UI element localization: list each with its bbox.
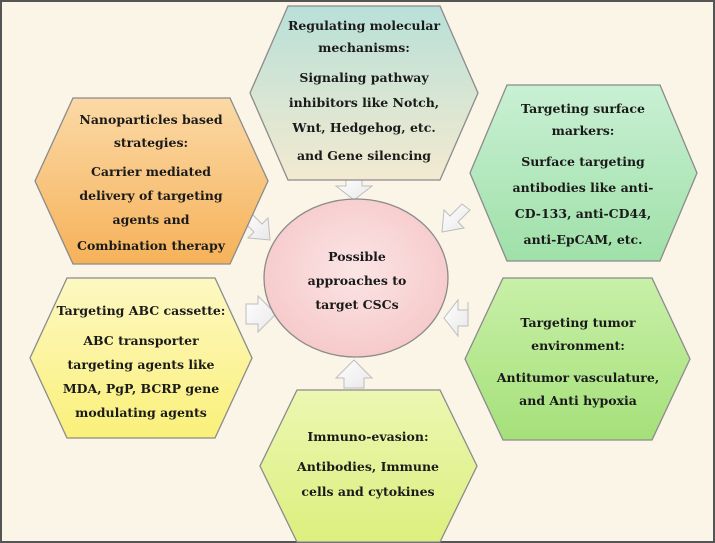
hexagon-title: Targeting surface	[521, 101, 645, 116]
hexagon-body: ABC transporter	[82, 333, 199, 348]
hexagon-body: Surface targeting	[521, 154, 645, 169]
hexagon-body: Antitumor vasculature,	[496, 370, 659, 385]
hexagon-body: cells and cytokines	[301, 484, 434, 499]
hexagon-title: strategies:	[114, 135, 188, 150]
hexagon-body: anti-EpCAM, etc.	[523, 232, 642, 247]
hexagon-title: environment:	[531, 338, 625, 353]
hexagon-title: Regulating molecular	[288, 18, 441, 33]
arrow-from-surface	[441, 203, 471, 233]
center-line: target CSCs	[315, 297, 398, 312]
center-circle	[263, 198, 449, 358]
hexagon-body: and Gene silencing	[297, 148, 431, 163]
hexagon-title: markers:	[552, 123, 615, 138]
hexagon-title: Targeting ABC cassette:	[57, 303, 226, 318]
arrow-from-immuno	[334, 359, 374, 389]
hexagon-tumor-environment	[464, 277, 691, 441]
hexagon-body: Antibodies, Immune	[296, 459, 439, 474]
hexagon-body: MDA, PgP, BCRP gene	[63, 381, 219, 396]
center-line: approaches to	[308, 273, 407, 288]
molecular-text: Regulating molecular mechanisms: Signali…	[288, 18, 441, 163]
hexagon-body: delivery of targeting	[79, 188, 222, 203]
hexagon-body: agents and	[113, 212, 190, 227]
hexagon-body: CD-133, anti-CD44,	[515, 206, 651, 221]
abc-text: Targeting ABC cassette: ABC transporter …	[57, 303, 226, 420]
hexagon-body: Carrier mediated	[91, 164, 211, 179]
hexagon-abc-cassette	[29, 277, 253, 439]
hexagon-surface-markers	[469, 84, 698, 262]
hexagon-title: Targeting tumor	[520, 315, 636, 330]
hexagon-body: targeting agents like	[67, 357, 214, 372]
hexagon-body: Wnt, Hedgehog, etc.	[291, 120, 435, 135]
arrow-from-tumor	[443, 298, 469, 338]
hexagon-molecular-mechanisms	[249, 5, 479, 181]
nano-text: Nanoparticles based strategies: Carrier …	[77, 112, 226, 253]
tumor-text: Targeting tumor environment: Antitumor v…	[496, 315, 659, 408]
hexagon-body: modulating agents	[75, 405, 207, 420]
hexagon-body: antibodies like anti-	[513, 180, 654, 195]
hexagon-immuno-evasion	[259, 389, 478, 543]
immuno-text: Immuno-evasion: Antibodies, Immune cells…	[296, 429, 439, 499]
surface-text: Targeting surface markers: Surface targe…	[513, 101, 654, 247]
hexagon-body: and Anti hypoxia	[519, 393, 637, 408]
hexagon-title: Nanoparticles based	[79, 112, 222, 127]
hexagon-nanoparticles	[34, 97, 269, 265]
hexagon-body: inhibitors like Notch,	[289, 95, 439, 110]
hexagon-body: Combination therapy	[77, 238, 226, 253]
hexagon-title: Immuno-evasion:	[307, 429, 428, 444]
center-label: Possible approaches to target CSCs	[308, 249, 407, 312]
center-line: Possible	[328, 249, 386, 264]
hexagon-body: Signaling pathway	[299, 70, 429, 85]
hexagon-title: mechanisms:	[318, 40, 410, 55]
